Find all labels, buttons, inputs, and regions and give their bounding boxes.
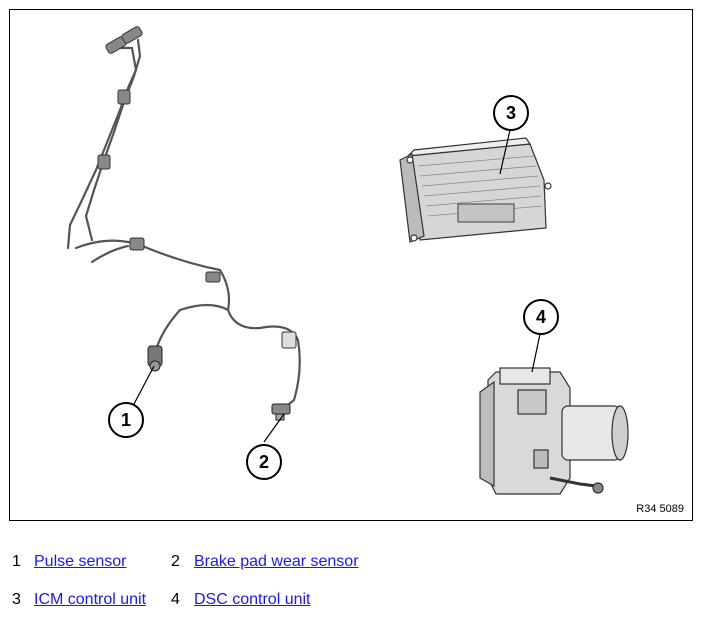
figure-code: R34 5089	[636, 503, 684, 515]
icm-control-unit-part	[399, 137, 552, 243]
dsc-control-unit-link[interactable]: DSC control unit	[194, 591, 311, 608]
svg-text:3: 3	[506, 103, 516, 123]
legend-number: 4	[171, 591, 180, 608]
dsc-control-unit-part	[479, 367, 629, 495]
legend-number: 1	[12, 553, 21, 570]
callout-3: 3	[493, 95, 529, 131]
callout-leaders	[133, 129, 541, 443]
callout-2: 2	[246, 444, 282, 480]
brake-pad-wear-sensor-link[interactable]: Brake pad wear sensor	[194, 553, 359, 570]
icm-control-unit-link[interactable]: ICM control unit	[34, 591, 147, 608]
wiring-harness	[66, 38, 301, 412]
legend-number: 2	[171, 553, 180, 570]
parts-illustration: 1 2 3 4	[66, 26, 629, 495]
pulse-sensor-part	[147, 345, 163, 372]
legend-number: 3	[12, 591, 21, 608]
svg-text:1: 1	[121, 410, 131, 430]
callout-1: 1	[108, 402, 144, 438]
harness-connectors	[97, 26, 297, 349]
pulse-sensor-link[interactable]: Pulse sensor	[34, 553, 127, 570]
diagram-frame: 1 2 3 4 R34 5089	[9, 9, 693, 521]
svg-text:2: 2	[259, 452, 269, 472]
svg-text:4: 4	[536, 307, 546, 327]
callout-4: 4	[523, 299, 559, 335]
